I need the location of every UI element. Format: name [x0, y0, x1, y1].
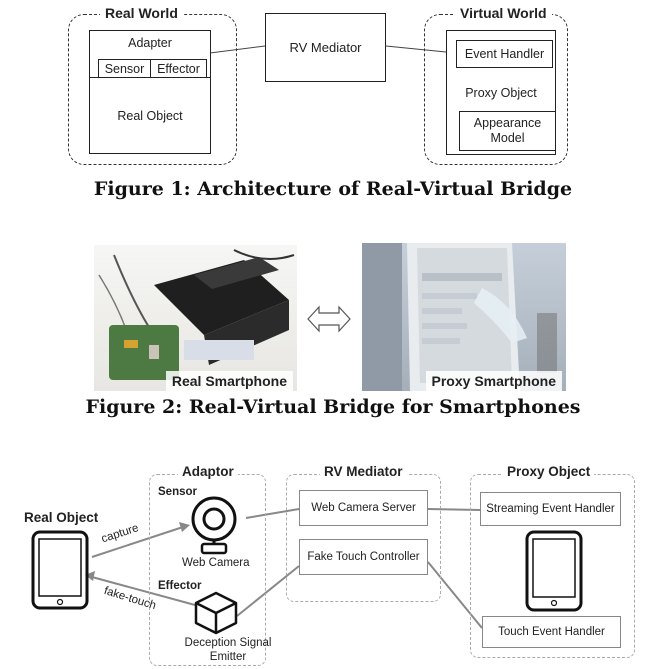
adaptor-title: Adaptor: [178, 464, 238, 479]
figure3-connectors: [85, 508, 483, 629]
deception-signal-emitter-label: Deception Signal Emitter: [172, 636, 284, 664]
effector-label: Effector: [157, 61, 200, 76]
touch-event-handler-box: Touch Event Handler: [482, 616, 621, 648]
proxy-object-label: Proxy Object: [465, 85, 537, 100]
rv-mediator-label: RV Mediator: [289, 40, 362, 55]
sensor-box: Sensor: [98, 59, 151, 78]
appearance-label: Appearance: [473, 116, 542, 130]
deception-line-2: Emitter: [209, 651, 247, 663]
streaming-event-handler-box: Streaming Event Handler: [480, 492, 621, 526]
bidirectional-arrow-icon: [307, 305, 351, 333]
effector-title: Effector: [158, 580, 202, 592]
proxy-object-title: Proxy Object: [503, 464, 595, 479]
real-object-box: Real Object: [89, 77, 211, 154]
real-world-title: Real World: [100, 5, 183, 21]
sensor-label: Sensor: [104, 61, 145, 76]
figure-2-caption: Figure 2: Real-Virtual Bridge for Smartp…: [85, 396, 581, 418]
real-device-illustration: [98, 249, 295, 380]
figure-1-caption: Figure 1: Architecture of Real-Virtual B…: [93, 178, 573, 200]
tablet-icon: [31, 530, 89, 610]
real-smartphone-photo: Real Smartphone: [94, 245, 297, 391]
adapter-label: Adapter: [128, 36, 172, 50]
web-camera-label: Web Camera: [182, 557, 250, 569]
appearance-model-box: Appearance Model: [459, 111, 556, 151]
proxy-smartphone-photo: Proxy Smartphone: [362, 243, 566, 391]
deception-line-1: Deception Signal: [184, 637, 272, 649]
rv-mediator-box: RV Mediator: [265, 13, 386, 82]
proxy-device-illustration: [362, 243, 557, 391]
web-camera-server-label: Web Camera Server: [311, 502, 416, 514]
rv-mediator-title: RV Mediator: [320, 464, 407, 479]
virtual-world-title: Virtual World: [455, 5, 552, 21]
web-camera-icon: [191, 496, 237, 555]
cube-icon: [194, 591, 238, 635]
fake-touch-controller-label: Fake Touch Controller: [307, 551, 420, 563]
proxy-tablet-icon: [525, 530, 583, 612]
real-object-label: Real Object: [117, 108, 183, 123]
proxy-smartphone-label: Proxy Smartphone: [425, 371, 562, 391]
streaming-event-handler-label: Streaming Event Handler: [486, 503, 615, 515]
event-handler-label: Event Handler: [464, 47, 545, 61]
effector-box: Effector: [150, 59, 207, 78]
web-camera-server-box: Web Camera Server: [299, 490, 428, 526]
model-label: Model: [490, 131, 525, 145]
touch-event-handler-label: Touch Event Handler: [498, 626, 605, 638]
event-handler-box: Event Handler: [456, 40, 553, 68]
figure1-connectors: [209, 45, 457, 54]
real-smartphone-label: Real Smartphone: [165, 371, 293, 391]
real-object-title: Real Object: [24, 510, 99, 525]
sensor-title: Sensor: [158, 486, 197, 498]
fake-touch-controller-box: Fake Touch Controller: [299, 539, 428, 575]
